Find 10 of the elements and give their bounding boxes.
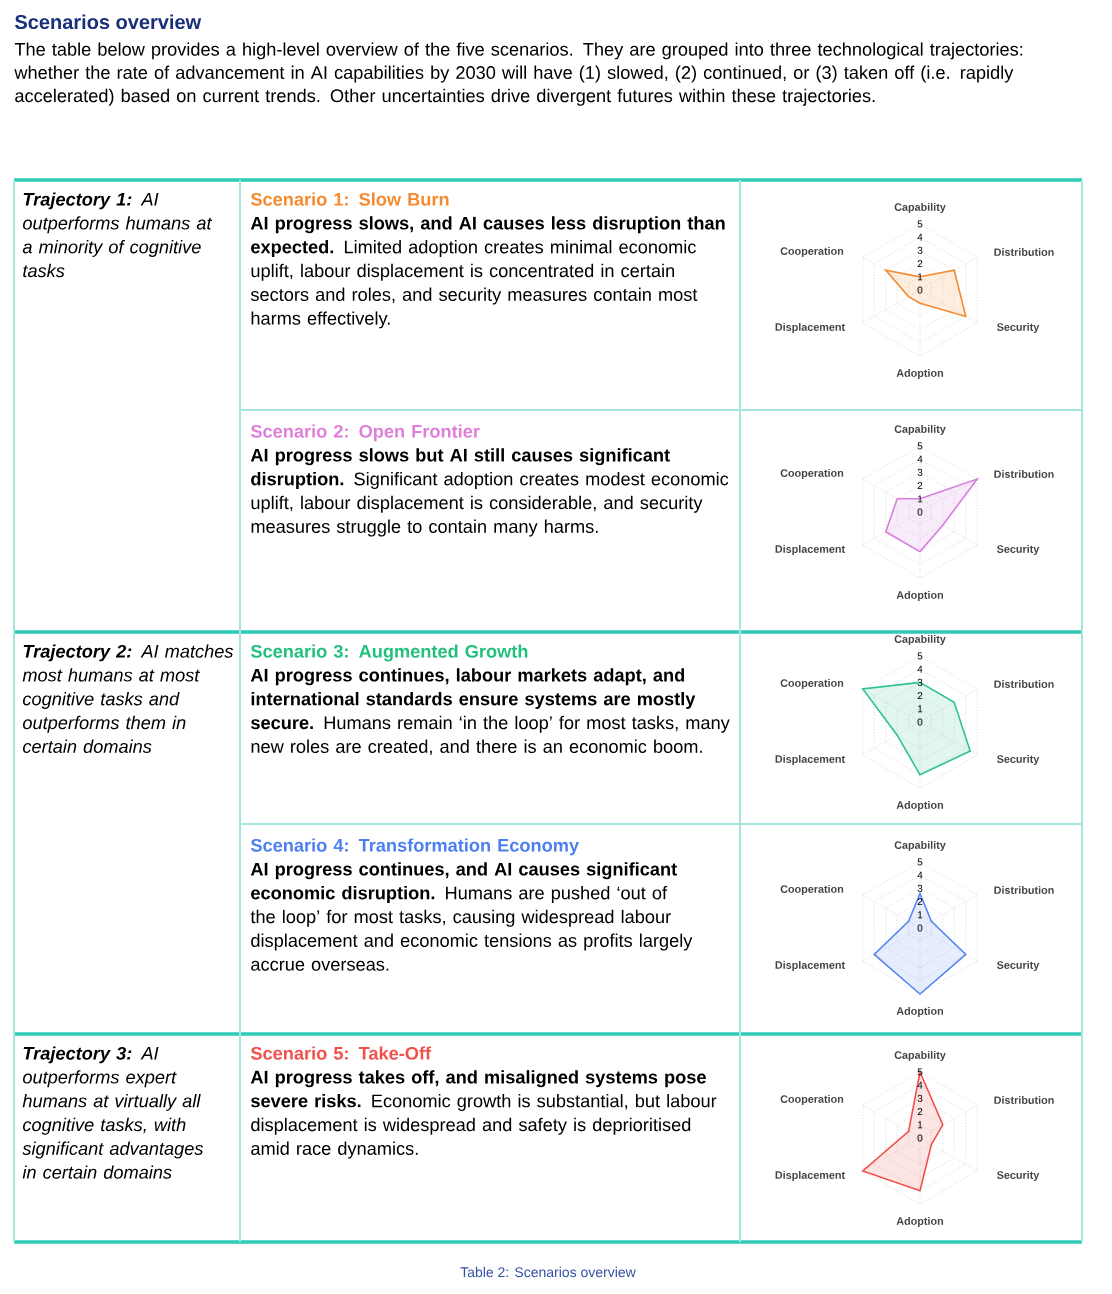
trajectory-description: Trajectory 3: AI outperforms expert humans at virtually all cognitive tasks, with significant advantages in certain domains [22, 1046, 204, 1179]
scenario-description: Scenario 2: Open Frontier AI progress slows but AI still causes significant disruption. Significant adoption creates modest economic uplift, labour displacement is considerable, and security measures struggle to contain many harms. [250, 424, 729, 537]
section-title: Scenarios overview [14, 14, 202, 30]
trajectory-description: Trajectory 2: AI matches most humans at most cognitive tasks and outperforms them in certain domains [22, 644, 234, 753]
scenario-description: Scenario 4: Transformation Economy AI progress continues, and AI causes significant economic disruption. Humans are pushed ‘out of the loop’ for most tasks, causing widespread labour displacement and economic tensions as profits largely accrue overseas. [250, 838, 693, 971]
trajectory-description: Trajectory 1: AI outperforms humans at a minority of cognitive tasks [22, 192, 213, 278]
scenario-description: Scenario 3: Augmented Growth AI progress continues, labour markets adapt, and international standards ensure systems are mostly secure. Humans remain ‘in the loop’ for most tasks, many new roles are created, and there is an economic boom. [250, 644, 730, 756]
scenario-description: Scenario 1: Slow Burn AI progress slows, and AI causes less disruption than expected. Limited adoption creates minimal economic uplift, labour displacement is concentrated in certain sectors and roles, and security measures contain most harms effectively. [250, 192, 725, 329]
intro-paragraph: The table below provides a high-level overview of the five scenarios. They are grouped into three technological trajectories: whether the rate of advancement in AI capabilities by 2030 will have (1) slowed, (2) continued, or (3) taken off (i.e. rapidly accelerated) based on current trends. Other uncertainties drive divergent futures within these trajectories. [14, 42, 1023, 106]
scenario-description: Scenario 5: Take-Off AI progress takes off, and misaligned systems pose severe risks. Economic growth is substantial, but labour displacement is widespread and safety is deprioritised amid race dynamics. [250, 1046, 717, 1159]
